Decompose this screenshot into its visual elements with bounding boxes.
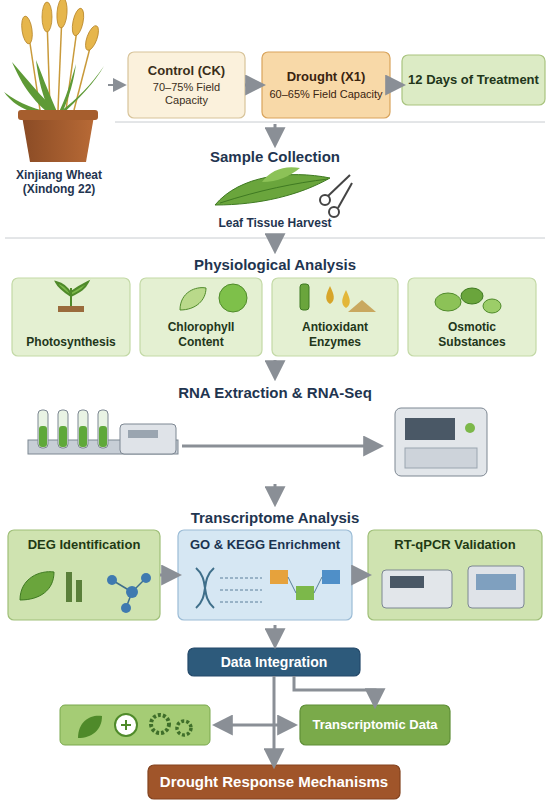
box-subtitle: 60–65% Field Capacity — [269, 88, 382, 101]
box-outline — [368, 530, 542, 620]
box-title: 12 Days of Treatment — [408, 72, 539, 88]
plant-label: Xinjiang Wheat (Xindong 22) — [0, 168, 118, 197]
analysis-box: Antioxidant Enzymes — [272, 278, 398, 356]
flow-arrow — [390, 84, 402, 87]
box-title: Drought Response Mechanisms — [160, 773, 388, 791]
flow-arrow — [245, 84, 262, 87]
section-heading: Sample Collection — [100, 148, 450, 166]
box-outline — [8, 530, 160, 620]
box-outline — [402, 55, 545, 105]
box-outline — [140, 278, 262, 356]
box-outline — [178, 530, 352, 620]
integration-box: Data Integration — [188, 648, 360, 676]
analysis-icons — [20, 566, 524, 613]
process-box: GO & KEGG Enrichment — [178, 530, 352, 620]
section-heading: RNA Extraction & RNA-Seq — [100, 384, 450, 402]
section-heading: Physiological Analysis — [100, 256, 450, 274]
box-outline — [300, 705, 450, 745]
box-title: Control (CK) — [148, 63, 225, 79]
analysis-box: Photosynthesis — [12, 278, 130, 356]
section-heading: Transcriptome Analysis — [100, 509, 450, 527]
box-outline — [148, 765, 400, 799]
flow-arrow — [273, 676, 276, 765]
data-box: Transcriptomic Data — [300, 705, 450, 745]
analysis-box: Osmotic Substances — [408, 278, 536, 356]
flow-arrow — [352, 574, 368, 577]
box-outline — [128, 52, 245, 118]
box-subtitle: 70–75% Field Capacity — [134, 81, 239, 107]
box-outline — [188, 648, 360, 676]
box-title: Transcriptomic Data — [313, 717, 438, 733]
box-outline — [12, 278, 130, 356]
step-label: Leaf Tissue Harvest — [150, 216, 400, 230]
physiology-icons — [56, 282, 501, 313]
result-box: Drought Response Mechanisms — [148, 765, 400, 799]
box-title: Photosynthesis — [26, 335, 115, 349]
box-title: Antioxidant Enzymes — [278, 320, 392, 349]
leaf-scissors — [215, 167, 352, 217]
box-title: RT-qPCR Validation — [394, 537, 515, 553]
wheat-plant — [4, 0, 104, 162]
box-title: Data Integration — [221, 654, 328, 671]
flow-arrow — [160, 574, 178, 577]
physiological-data-box — [60, 705, 210, 745]
box-title: Chlorophyll Content — [146, 320, 256, 349]
process-box: DEG Identification — [8, 530, 160, 620]
analysis-box: Chlorophyll Content — [140, 278, 262, 356]
process-box: RT-qPCR Validation — [368, 530, 542, 620]
flow-arrow — [294, 676, 375, 705]
box-title: Drought (X1) — [287, 69, 366, 85]
box-title: Osmotic Substances — [414, 320, 530, 349]
lab-equipment — [28, 408, 487, 476]
box-title: GO & KEGG Enrichment — [190, 537, 340, 553]
box-title: DEG Identification — [28, 537, 141, 553]
condition-box: Drought (X1) 60–65% Field Capacity — [262, 52, 390, 118]
duration-box: 12 Days of Treatment — [402, 55, 545, 105]
box-outline — [262, 52, 390, 118]
box-outline — [272, 278, 398, 356]
condition-box: Control (CK) 70–75% Field Capacity — [128, 52, 245, 118]
box-outline — [408, 278, 536, 356]
